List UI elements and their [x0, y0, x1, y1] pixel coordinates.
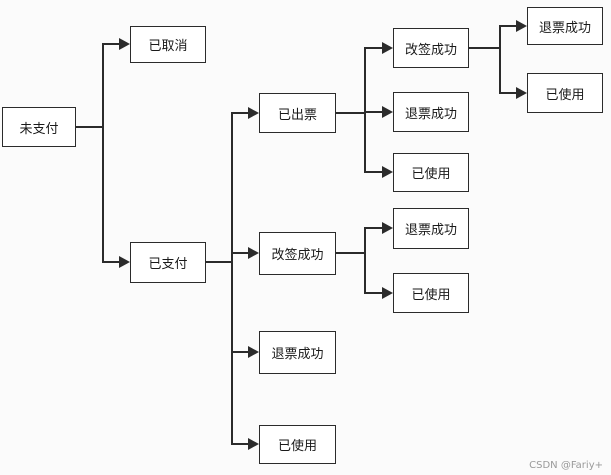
node-changed-refunded: 退票成功	[393, 208, 469, 249]
arrowhead-to-cancelled	[119, 38, 130, 50]
node-changed: 改签成功	[259, 232, 336, 275]
arrowhead-to-changed-refunded	[382, 222, 393, 234]
node-cancelled: 已取消	[130, 26, 206, 63]
arrowhead-to-refunded	[248, 346, 259, 358]
node-issued-changed-refunded: 退票成功	[527, 7, 603, 45]
arrowhead-to-issued	[248, 107, 259, 119]
arrowhead-to-used	[248, 438, 259, 450]
node-issued-used: 已使用	[393, 153, 469, 192]
node-used: 已使用	[259, 425, 336, 464]
node-changed-used: 已使用	[393, 273, 469, 313]
arrowhead-to-changed-used	[382, 287, 393, 299]
node-issued-changed-used: 已使用	[527, 73, 603, 113]
arrowhead-to-issued-used	[382, 166, 393, 178]
node-issued: 已出票	[259, 93, 336, 133]
arrowhead-to-issued-changed	[382, 42, 393, 54]
arrowhead-to-changed	[248, 247, 259, 259]
node-paid: 已支付	[130, 242, 206, 283]
node-issued-changed: 改签成功	[393, 28, 469, 68]
node-refunded: 退票成功	[259, 331, 336, 374]
node-issued-refunded: 退票成功	[393, 92, 469, 132]
arrowhead-to-issued-changed-used	[516, 87, 527, 99]
arrowhead-to-issued-changed-refunded	[516, 20, 527, 32]
arrowhead-to-paid	[119, 256, 130, 268]
arrowhead-to-issued-refunded	[382, 106, 393, 118]
watermark: CSDN @Fariy+	[529, 460, 603, 471]
node-unpaid: 未支付	[2, 107, 76, 147]
